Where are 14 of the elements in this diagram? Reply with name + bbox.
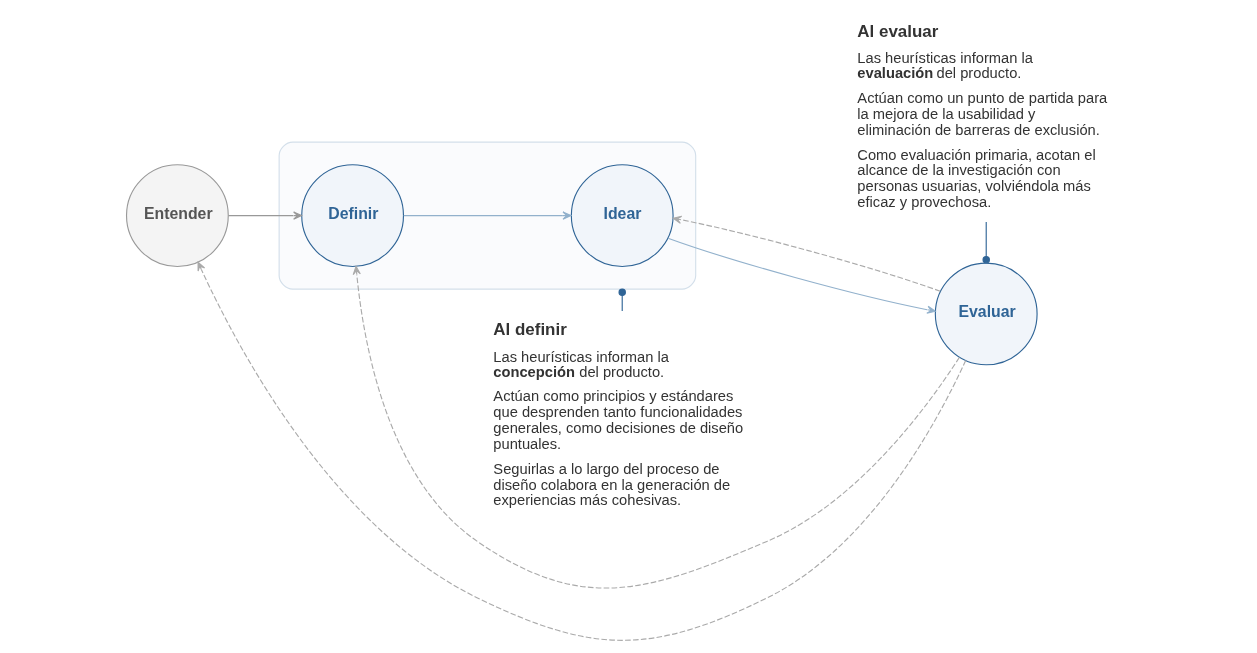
node-circle: Entender [125,164,229,267]
arrow [197,261,966,641]
arrow [672,215,941,292]
arrow [227,211,302,220]
node-circle: Idear [570,164,674,267]
node-text: Al evaluar Las heurísticas informan la evaluación del producto. Actúan como un punto de partida para la mejora de la usabilidad y eliminación de barreras de exclusión. Como evaluación primaria, acotan el alcance de la investigación con personas usuarias, volviéndola más eficaz y provechosa. [856,21,1107,210]
node-circle: Evaluar [934,262,1038,366]
arrow [402,211,571,220]
arrow [667,237,936,314]
node-text: Al definir Las heurísticas informan la concepción del producto. Actúan como principios y estándares que desprenden tanto funcionalidades generales, como decisiones de diseño puntuales. Seguirlas a lo largo del proceso de diseño colabora en la generación de experiencias más cohesivas. [492,320,743,509]
node-circle: Definir [300,164,404,267]
cluster [278,141,696,290]
arrow [352,265,960,589]
connector [982,221,990,264]
